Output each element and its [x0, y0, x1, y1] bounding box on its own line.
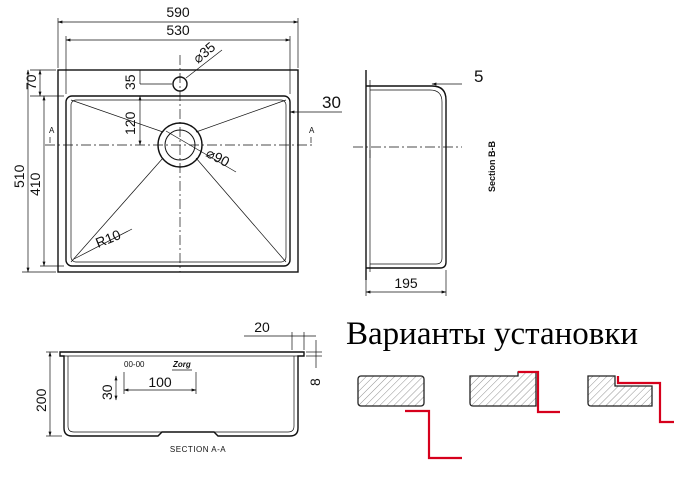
leader-radius: [73, 228, 133, 260]
section-inner-wall: [67, 356, 295, 433]
front-section: 00-00 Zorg 100 30 200 20 8 SECTION A-A: [33, 319, 323, 454]
dim-tap-offset: 35: [122, 74, 138, 90]
sink-outer-rim: [57, 69, 299, 273]
dim-drain-offset: 120: [122, 111, 138, 135]
dim-rim-top: 70: [23, 74, 39, 90]
install-variant-topmount: [587, 375, 674, 424]
dim-drain-diameter: ⌀90: [204, 145, 233, 170]
section-marker-left: A: [49, 126, 55, 135]
slope-line: [195, 157, 287, 263]
dim-410: 410: [27, 172, 43, 196]
side-view: 5 195 Section B-B: [353, 67, 497, 296]
section-bb-label: Section B-B: [487, 140, 497, 192]
install-variant-flush: [469, 370, 560, 414]
dim-corner-radius: R10: [93, 226, 123, 251]
top-view: A A 590 530 ⌀35 35 120 ⌀90 70 510: [11, 4, 342, 273]
dim-530: 530: [166, 22, 190, 38]
slope-line: [70, 157, 164, 263]
dim-510: 510: [11, 164, 27, 188]
dim-flange: 5: [474, 67, 483, 86]
sink-profile-line: [518, 370, 560, 414]
sink-profile-line: [405, 409, 462, 460]
sink-profile-line: [616, 376, 674, 424]
countertop-slab: [469, 371, 537, 407]
dim-rim-side: 30: [322, 93, 341, 112]
slope-line: [195, 99, 287, 133]
dim-20: 20: [254, 319, 270, 335]
section-marker-text: 00-00: [124, 360, 145, 369]
dim-195: 195: [394, 275, 418, 291]
install-options: Варианты установки: [346, 316, 674, 460]
section-marker-right: A: [309, 126, 315, 135]
leader-tap: [185, 49, 223, 79]
dim-tap-diameter: ⌀35: [190, 38, 219, 66]
dim-100: 100: [148, 374, 172, 390]
countertop-slab: [357, 375, 425, 407]
side-bowl-inner: [370, 89, 443, 265]
leader-drain: [165, 130, 237, 173]
install-variant-undermount: [357, 375, 462, 460]
dim-inner-offset: 30: [99, 384, 115, 400]
dim-200: 200: [33, 388, 49, 412]
slope-line: [70, 99, 164, 133]
bowl-inner-outline: [70, 99, 287, 263]
section-aa-label: SECTION A-A: [170, 445, 226, 454]
dim-590: 590: [166, 4, 190, 20]
dim-8: 8: [307, 378, 323, 386]
brand-mark: Zorg: [172, 360, 191, 369]
bowl-outline: [65, 95, 291, 267]
install-title: Варианты установки: [346, 316, 638, 352]
countertop-slab: [587, 375, 653, 407]
side-bowl-profile: [366, 85, 447, 269]
